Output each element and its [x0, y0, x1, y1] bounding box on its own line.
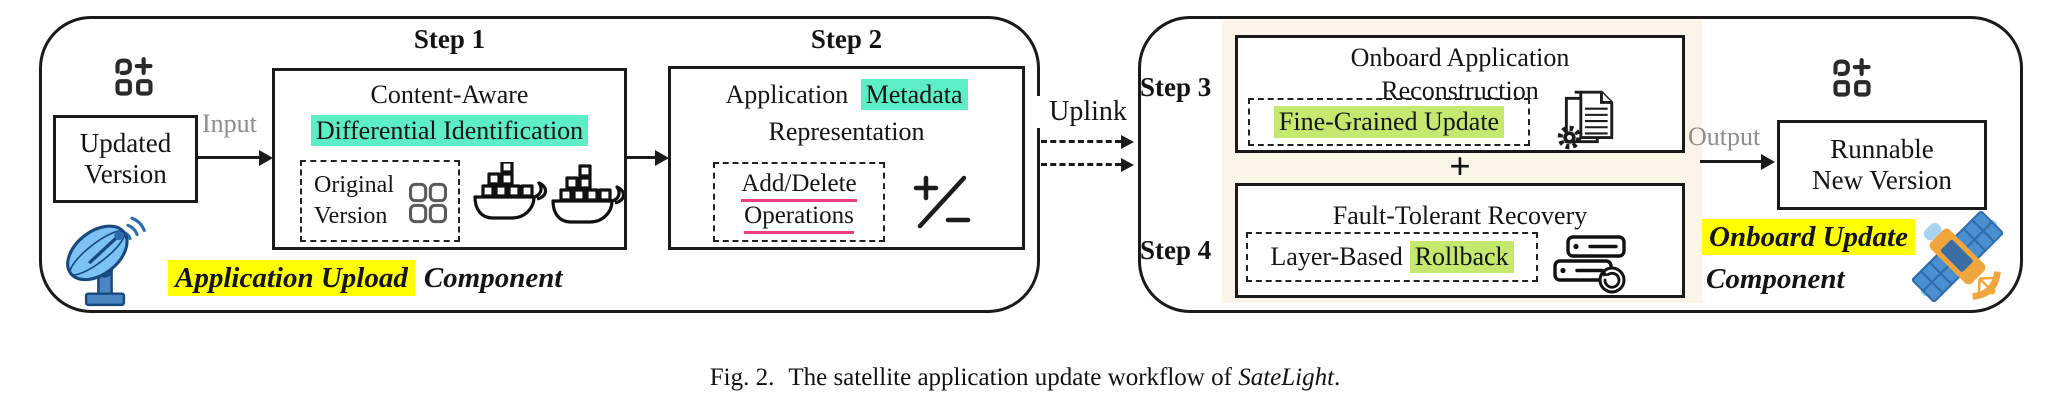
runnable-line1: Runnable	[1830, 134, 1934, 164]
step1-box: Content-Aware Differential Identificatio…	[272, 68, 627, 250]
step1-title: Step 1	[413, 24, 486, 54]
step1-to-step2-arrow-head	[655, 150, 669, 166]
step2-heading-line1: Application Metadata	[671, 79, 1022, 112]
uplink-arrow-2-head	[1121, 158, 1134, 172]
step1-to-step2-arrow	[627, 156, 657, 159]
input-arrow-head	[259, 150, 273, 166]
original-version-dashed-box: Original Version	[300, 160, 460, 242]
rollback-highlight: Rollback	[1409, 241, 1514, 273]
layer-based-rollback-dashed-box: Layer-Based Rollback	[1246, 232, 1538, 282]
server-rollback-icon	[1552, 233, 1630, 297]
step4-heading: Fault-Tolerant Recovery	[1332, 201, 1588, 230]
document-gear-icon	[1554, 90, 1620, 150]
application-upload-highlight: Application Upload	[168, 260, 415, 296]
uplink-arrow-1	[1041, 140, 1121, 143]
layer-based-plain: Layer-Based	[1270, 242, 1403, 271]
fine-grained-update-highlight: Fine-Grained Update	[1273, 106, 1505, 138]
updated-version-line1: Updated	[79, 128, 172, 158]
satellite-dish-icon	[58, 208, 153, 310]
onboard-update-component-label-line2: Component	[1706, 263, 1845, 295]
input-label: Input	[202, 109, 257, 138]
figure-caption-emphasis: SateLight	[1238, 364, 1335, 391]
step-plus-symbol: +	[1449, 146, 1471, 188]
fine-grained-update-dashed-box: Fine-Grained Update	[1248, 98, 1530, 146]
output-arrow	[1700, 160, 1763, 163]
docker-whale-icons	[472, 162, 624, 232]
add-delete-dashed-box: Add/Delete Operations	[713, 162, 885, 242]
figure-caption-suffix: .	[1334, 364, 1341, 391]
plus-minus-icon	[910, 170, 974, 234]
updated-version-box: Updated Version	[53, 115, 198, 203]
step2-heading-line2: Representation	[768, 116, 925, 146]
figure-caption-text: The satellite application update workflo…	[788, 364, 1232, 391]
figure-caption: Fig. 2. The satellite application update …	[0, 364, 2050, 392]
figure-caption-label: Fig. 2.	[709, 364, 775, 391]
add-delete-line2: Operations	[744, 202, 854, 234]
differential-identification-highlight: Differential Identification	[310, 114, 589, 146]
output-label: Output	[1688, 122, 1761, 151]
application-upload-rest: Component	[423, 262, 563, 294]
uplink-label: Uplink	[1032, 96, 1144, 128]
original-version-line1: Original	[314, 172, 394, 198]
step3-label: Step 3	[1140, 72, 1212, 102]
step1-heading-line1: Content-Aware	[370, 80, 529, 109]
runnable-new-version-box: Runnable New Version	[1777, 120, 1987, 210]
step4-label: Step 4	[1140, 235, 1212, 265]
uplink-arrow-1-head	[1121, 135, 1134, 149]
output-arrow-head	[1761, 154, 1775, 170]
add-module-icon-right	[1830, 56, 1874, 100]
step2-title: Step 2	[810, 24, 883, 54]
onboard-update-component-label-line1: Onboard Update	[1702, 219, 1915, 255]
uplink-arrow-2	[1041, 163, 1121, 166]
step3-heading-line1: Onboard Application	[1350, 43, 1570, 72]
satellite-icon	[1902, 206, 2016, 310]
container-grid-icon	[408, 182, 448, 224]
original-version-line2: Version	[314, 203, 388, 230]
add-delete-line1: Add/Delete	[741, 170, 857, 202]
add-module-icon	[112, 55, 156, 99]
step2-heading-plain: Application	[725, 80, 849, 109]
step1-heading-line2: Differential Identification	[275, 114, 624, 148]
input-arrow	[198, 156, 261, 159]
updated-version-line2: Version	[84, 159, 167, 189]
metadata-highlight: Metadata	[860, 79, 968, 110]
onboard-update-highlight: Onboard Update	[1702, 219, 1915, 255]
runnable-line2: New Version	[1812, 165, 1952, 195]
